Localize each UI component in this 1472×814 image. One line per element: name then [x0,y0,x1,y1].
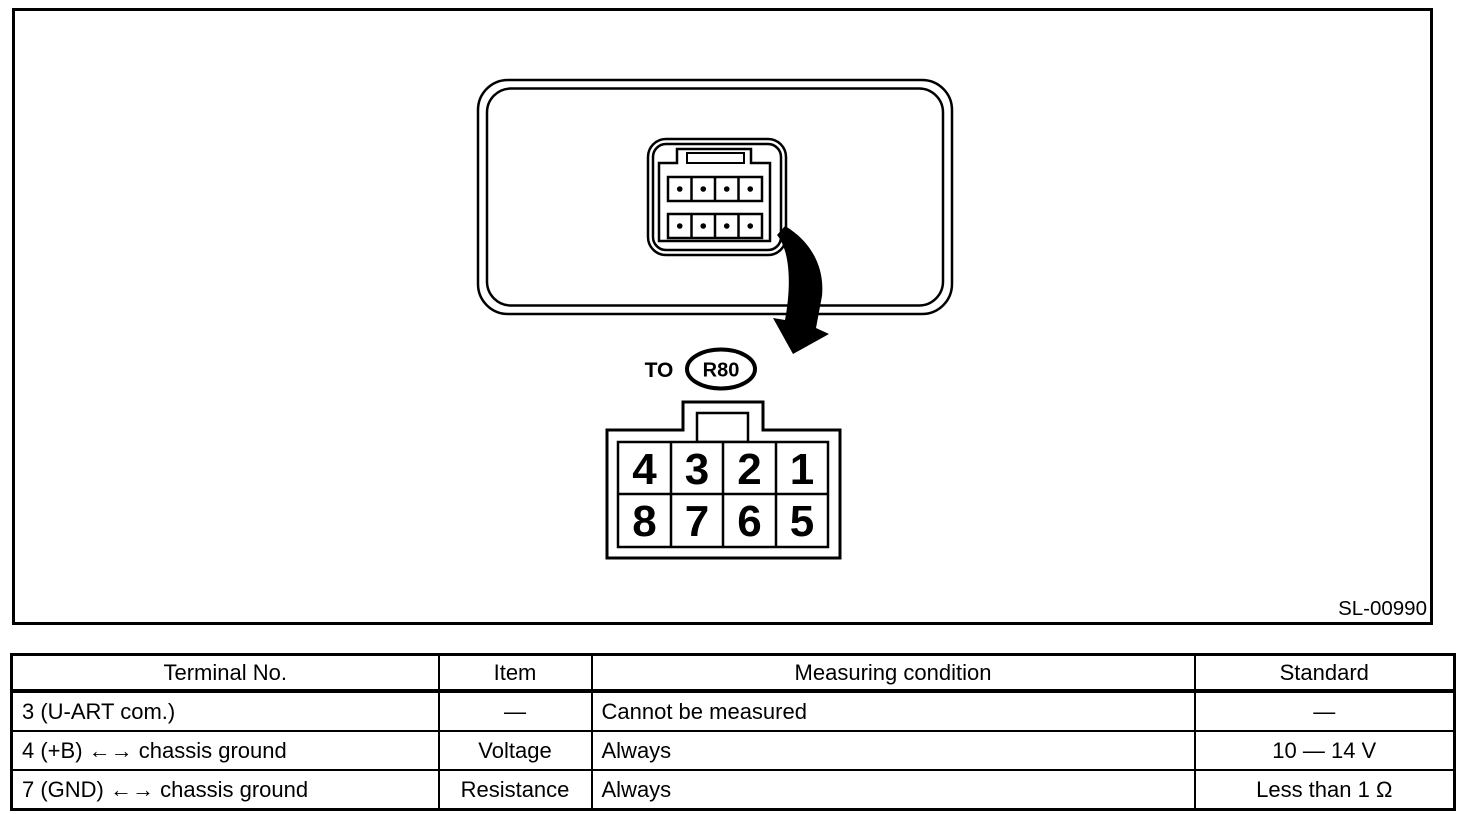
figure-frame [12,8,1433,625]
cell-standard: Less than 1 Ω [1193,769,1456,811]
col-header-standard: Standard [1193,653,1456,693]
col-header-terminal-no: Terminal No. [10,653,440,693]
cell-item: Resistance [437,769,593,811]
table-header-row: Terminal No. Item Measuring condition St… [10,653,1456,693]
cell-terminal-no: 4 (+B) ←→ chassis ground [10,730,440,771]
cell-measuring-condition: Always [590,730,1196,771]
cell-measuring-condition: Cannot be measured [590,690,1196,732]
cell-standard: — [1193,690,1456,732]
table-row: 7 (GND) ←→ chassis ground Resistance Alw… [10,769,1456,811]
table-row: 3 (U-ART com.) — Cannot be measured — [10,690,1456,732]
cell-measuring-condition: Always [590,769,1196,811]
terminal-spec-table: Terminal No. Item Measuring condition St… [10,653,1456,811]
col-header-item: Item [437,653,593,693]
cell-terminal-no: 7 (GND) ←→ chassis ground [10,769,440,811]
cell-terminal-no: 3 (U-ART com.) [10,690,440,732]
cell-item: Voltage [437,730,593,771]
col-header-measuring-condition: Measuring condition [590,653,1196,693]
table-row: 4 (+B) ←→ chassis ground Voltage Always … [10,730,1456,771]
cell-standard: 10 — 14 V [1193,730,1456,771]
cell-item: — [437,690,593,732]
